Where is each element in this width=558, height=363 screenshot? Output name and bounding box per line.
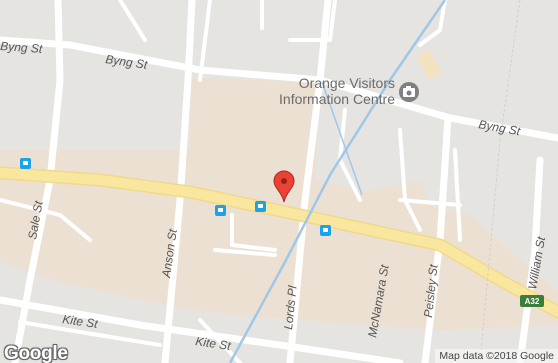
small-building (416, 50, 442, 80)
street-label-kite-st: Kite St (62, 312, 100, 331)
bus-stop-icon[interactable] (20, 158, 31, 169)
top-road (288, 0, 337, 42)
street-label-byng-st: Byng St (105, 52, 149, 72)
bus-stop-icon[interactable] (320, 225, 331, 236)
location-pin-icon[interactable] (273, 170, 295, 203)
street-label-anson-st: Anson St (159, 228, 180, 280)
street-label-peisley-st: Peisley St (421, 263, 441, 318)
lords-pl-road (286, 0, 332, 363)
east-cross-lane (398, 198, 462, 207)
kite-st-road (0, 296, 404, 363)
map-attribution[interactable]: Map data ©2018 Google (435, 349, 558, 363)
bottom-lane (18, 320, 162, 347)
anson-st-road (161, 0, 196, 363)
highway (0, 166, 558, 319)
bus-stop-icon[interactable] (215, 205, 226, 216)
camera-icon[interactable] (399, 82, 419, 102)
street-label-kite-st: Kite St (195, 334, 233, 353)
street-label-sale-st: Sale St (25, 199, 46, 240)
street-label-lords-pl: Lords Pl (281, 285, 300, 331)
inner-lane-1 (230, 213, 277, 252)
commercial-areas (0, 78, 558, 330)
route-shield-label: A32 (525, 297, 540, 306)
bus-stop-icon[interactable] (255, 201, 266, 212)
east-lane-2 (453, 148, 462, 242)
main-street-shopping-strip (0, 150, 558, 330)
google-logo[interactable]: Google (4, 343, 68, 363)
railway (228, 0, 447, 363)
route-shield: A32 (520, 295, 544, 307)
william-st-road (516, 156, 544, 363)
east-top-road (418, 0, 447, 47)
street-label-byng-st: Byng St (0, 39, 43, 56)
poi-label-line1[interactable]: Orange Visitors (299, 75, 395, 91)
inner-lane-2 (213, 248, 277, 257)
north-road-1 (118, 0, 147, 42)
poi-label-line2[interactable]: Information Centre (279, 91, 395, 107)
lane-west (0, 198, 92, 242)
rail-siding (479, 0, 521, 363)
minor-roads (0, 0, 462, 363)
